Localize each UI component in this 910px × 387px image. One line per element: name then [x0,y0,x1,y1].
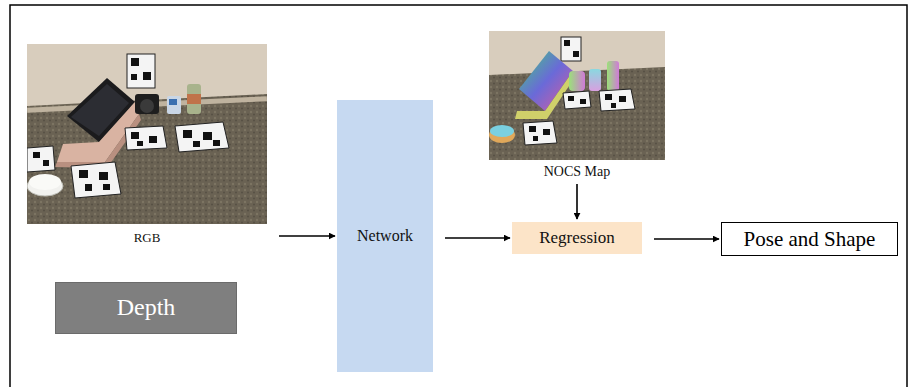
network-box: Network [337,100,433,372]
box-label: Pose and Shape [744,227,876,251]
flow-arrow [576,184,578,219]
box-label: Depth [117,294,176,322]
output-box: Pose and Shape [721,222,898,256]
image-caption: NOCS Map [489,164,665,180]
depth-box: Depth [55,282,237,334]
image-caption: RGB [27,231,267,246]
flow-arrow [279,235,335,237]
nocs-map-panel: NOCS Map [489,31,665,180]
photo-illustration [489,31,665,160]
box-label: Regression [539,228,615,248]
flow-arrow [445,237,510,239]
rgb-image-panel: RGB [27,44,267,246]
frame-line [10,5,907,387]
regression-box: Regression [512,222,642,254]
box-label: Network [357,227,413,245]
photo-illustration [27,44,267,224]
flow-arrow [654,238,719,240]
